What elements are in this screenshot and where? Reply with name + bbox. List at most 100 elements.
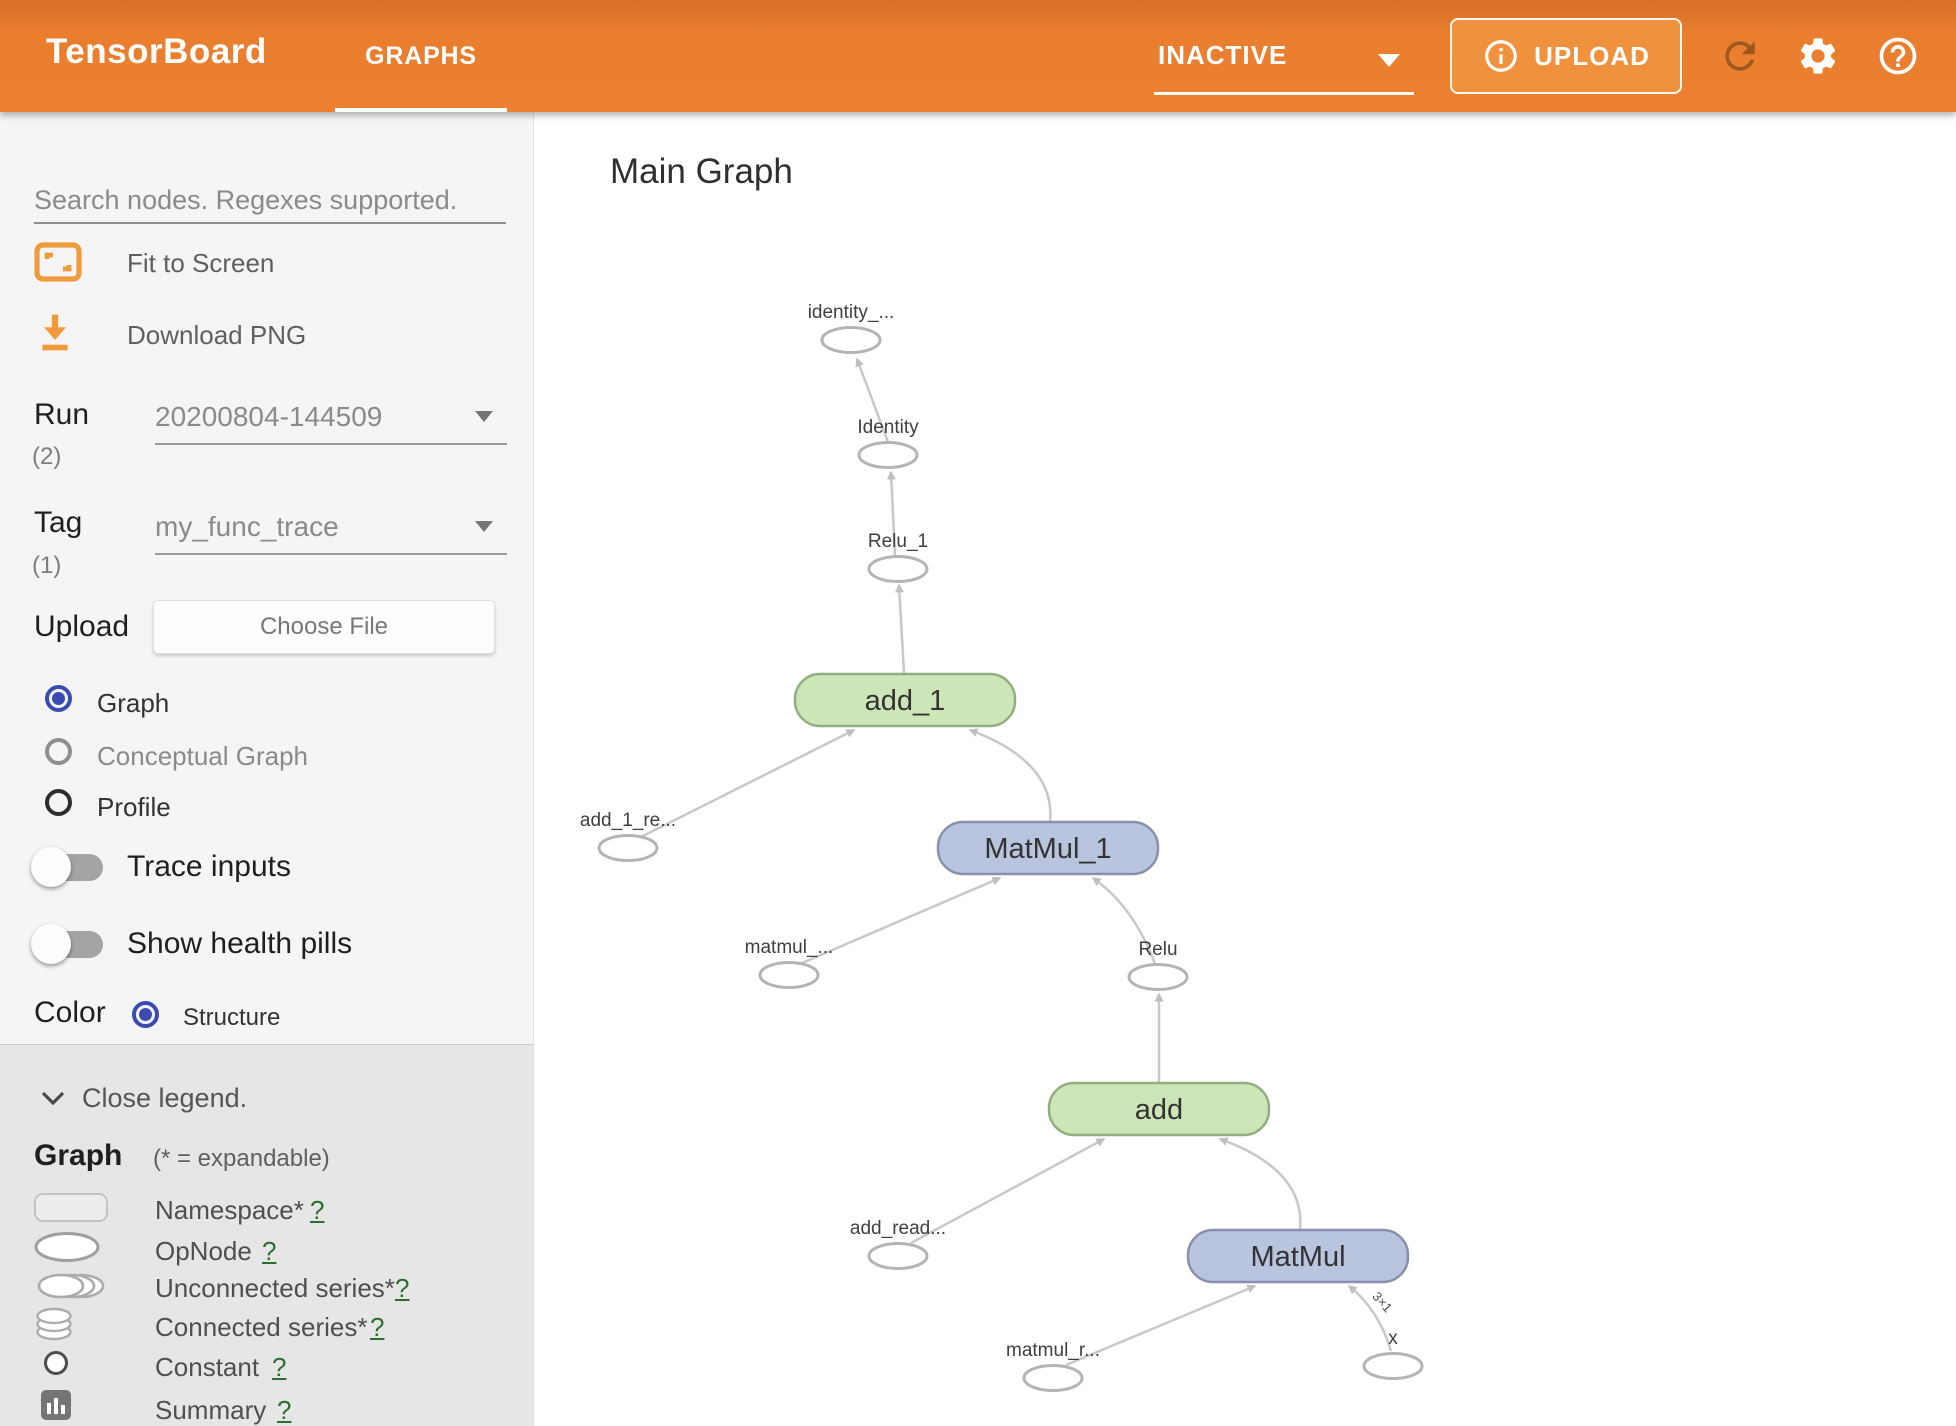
legend-item-namespace: Namespace* ? bbox=[0, 1191, 520, 1229]
op-group-node-shape[interactable] bbox=[793, 672, 1017, 728]
graph-node-label: add_read... bbox=[850, 1218, 946, 1239]
fit-to-screen-icon bbox=[34, 242, 82, 282]
graph-edge-identity-to-identity_out bbox=[855, 357, 890, 443]
legend-item-label: OpNode bbox=[155, 1236, 252, 1266]
upload-button[interactable]: UPLOAD bbox=[1450, 18, 1682, 94]
graph-node-matmul_1[interactable]: MatMul_1 bbox=[936, 820, 1160, 876]
graph-node-label: x bbox=[1388, 1328, 1398, 1349]
graph-node-label: Identity bbox=[857, 417, 919, 438]
unconnected-series-shape-icon bbox=[37, 1273, 105, 1299]
graph-node-label: MatMul_1 bbox=[984, 833, 1111, 865]
radio-conceptual-graph-label[interactable]: Conceptual Graph bbox=[97, 741, 309, 771]
graph-node-identity[interactable]: Identity bbox=[857, 417, 919, 469]
chevron-down-icon bbox=[41, 1091, 65, 1106]
graph-node-label: add_1 bbox=[865, 685, 946, 717]
app-header: TensorBoard GRAPHS INACTIVE UPLOAD bbox=[0, 0, 1956, 112]
graph-node-label: MatMul bbox=[1250, 1241, 1345, 1273]
radio-profile[interactable] bbox=[45, 789, 72, 816]
graph-edge-matmul_1_read-to-matmul_1 bbox=[801, 876, 1002, 965]
close-legend-button[interactable]: Close legend. bbox=[40, 1081, 340, 1117]
choose-file-button[interactable]: Choose File bbox=[153, 600, 495, 654]
legend-item-unconnected-series: Unconnected series* ? bbox=[0, 1269, 520, 1307]
op-node-shape[interactable] bbox=[597, 834, 659, 862]
graph-node-add_1_read[interactable]: add_1_re... bbox=[580, 810, 676, 862]
help-link[interactable]: ? bbox=[272, 1352, 287, 1382]
fit-to-screen-button[interactable]: Fit to Screen bbox=[34, 240, 494, 286]
op-node-shape[interactable] bbox=[867, 555, 929, 583]
graph-node-relu[interactable]: Relu bbox=[1127, 939, 1189, 991]
upload-button-label: UPLOAD bbox=[1534, 40, 1650, 71]
radio-graph[interactable] bbox=[45, 685, 72, 712]
run-dropdown-underline bbox=[155, 443, 507, 445]
namespace-shape-icon bbox=[34, 1193, 108, 1222]
opnode-shape-icon bbox=[34, 1232, 100, 1262]
help-link[interactable]: ? bbox=[370, 1312, 385, 1342]
radio-color-structure-label[interactable]: Structure bbox=[183, 1004, 281, 1031]
graph-node-label: matmul_... bbox=[745, 937, 834, 958]
help-link[interactable]: ? bbox=[310, 1195, 325, 1225]
run-dropdown[interactable]: 20200804-144509 bbox=[155, 390, 507, 445]
graph-node-label: Relu_1 bbox=[868, 531, 928, 552]
graph-node-relu_1[interactable]: Relu_1 bbox=[867, 531, 929, 583]
op-group-node-shape[interactable] bbox=[1047, 1081, 1271, 1137]
legend-item-label: Connected series* bbox=[155, 1312, 368, 1342]
tag-label: Tag bbox=[34, 506, 83, 539]
graph-node-x[interactable]: x bbox=[1362, 1328, 1424, 1380]
op-group-node-shape[interactable] bbox=[1186, 1228, 1410, 1284]
show-health-pills-toggle[interactable] bbox=[31, 924, 107, 964]
close-legend-label: Close legend. bbox=[82, 1083, 248, 1113]
help-link[interactable]: ? bbox=[262, 1236, 277, 1266]
graph-node-matmul_read[interactable]: matmul_r... bbox=[1006, 1340, 1100, 1392]
page-title: Main Graph bbox=[610, 152, 793, 191]
op-node-shape[interactable] bbox=[867, 1242, 929, 1270]
radio-profile-label[interactable]: Profile bbox=[97, 792, 171, 822]
op-node-shape[interactable] bbox=[820, 326, 882, 354]
toggle-thumb bbox=[31, 924, 71, 964]
legend-item-constant: Constant ? bbox=[0, 1346, 520, 1384]
tag-count: (1) bbox=[32, 552, 62, 579]
graph-node-label: add bbox=[1135, 1094, 1183, 1126]
constant-shape-icon bbox=[44, 1351, 68, 1375]
graph-node-add_read[interactable]: add_read... bbox=[850, 1218, 946, 1270]
tag-dropdown-value: my_func_trace bbox=[155, 511, 339, 542]
help-link[interactable]: ? bbox=[395, 1273, 410, 1303]
trace-inputs-toggle[interactable] bbox=[31, 847, 107, 887]
graph-node-identity_out[interactable]: identity_... bbox=[808, 302, 895, 354]
graph-node-matmul[interactable]: MatMul bbox=[1186, 1228, 1410, 1284]
toggle-thumb bbox=[31, 847, 71, 887]
radio-color-structure[interactable] bbox=[132, 1001, 159, 1028]
fit-to-screen-label: Fit to Screen bbox=[127, 248, 275, 278]
legend-item-label: Summary bbox=[155, 1395, 267, 1425]
download-png-button[interactable]: Download PNG bbox=[34, 310, 494, 360]
color-label: Color bbox=[34, 996, 106, 1029]
tag-dropdown-underline bbox=[155, 553, 507, 555]
graph-edge-matmul-to-add bbox=[1218, 1137, 1302, 1231]
graph-node-matmul_1_read[interactable]: matmul_... bbox=[745, 937, 834, 989]
radio-graph-label[interactable]: Graph bbox=[97, 688, 170, 718]
tab-graphs[interactable]: GRAPHS bbox=[365, 41, 477, 70]
status-dropdown[interactable]: INACTIVE bbox=[1154, 0, 1414, 112]
legend-panel: Close legend. Graph (* = expandable) Nam… bbox=[0, 1044, 533, 1426]
help-link[interactable]: ? bbox=[277, 1395, 292, 1425]
op-node-shape[interactable] bbox=[1022, 1364, 1084, 1392]
op-node-shape[interactable] bbox=[857, 441, 919, 469]
legend-item-opnode: OpNode ? bbox=[0, 1230, 520, 1268]
graph-canvas[interactable]: 3×1identity_...IdentityRelu_1add_1add_1_… bbox=[534, 112, 1956, 1426]
graph-node-add_1[interactable]: add_1 bbox=[793, 672, 1017, 728]
op-node-shape[interactable] bbox=[758, 961, 820, 989]
tag-dropdown[interactable]: my_func_trace bbox=[155, 500, 507, 555]
help-icon[interactable] bbox=[1876, 34, 1920, 78]
op-node-shape[interactable] bbox=[1362, 1352, 1424, 1380]
op-node-shape[interactable] bbox=[1127, 963, 1189, 991]
radio-conceptual-graph[interactable] bbox=[45, 738, 72, 765]
graph-node-add[interactable]: add bbox=[1047, 1081, 1271, 1137]
graph-node-label: Relu bbox=[1138, 939, 1177, 960]
search-input[interactable] bbox=[34, 178, 506, 224]
tab-active-indicator bbox=[335, 108, 507, 112]
choose-file-label: Choose File bbox=[259, 613, 389, 640]
op-group-node-shape[interactable] bbox=[936, 820, 1160, 876]
refresh-icon[interactable] bbox=[1718, 34, 1762, 78]
graph-edge-x-to-matmul bbox=[1347, 1285, 1393, 1352]
gear-icon[interactable] bbox=[1796, 34, 1840, 78]
legend-item-label: Namespace* bbox=[155, 1195, 304, 1225]
